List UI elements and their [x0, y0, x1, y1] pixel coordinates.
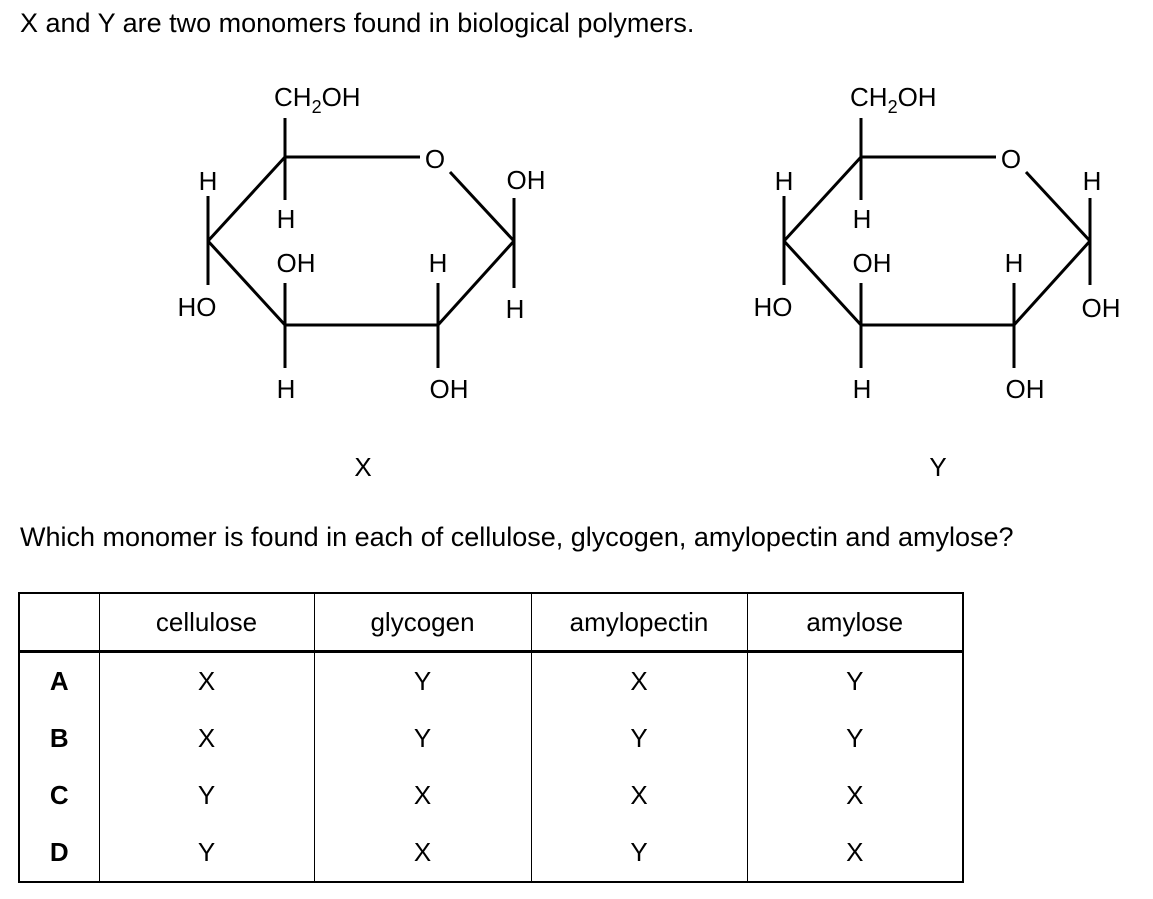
option-letter: A — [18, 651, 100, 710]
monomer-x-labels: CH2OH O H HO H OH H H OH OH H X — [178, 82, 546, 482]
table-cell: X — [313, 767, 532, 824]
table-cell: Y — [98, 767, 315, 824]
x-c1-top: OH — [507, 165, 546, 195]
header-blank — [18, 592, 100, 652]
y-ring-oxygen: O — [1001, 144, 1021, 174]
y-c4-h: H — [775, 166, 794, 196]
table-cell: Y — [313, 651, 532, 710]
header-amylopectin: amylopectin — [530, 592, 748, 652]
option-row-a[interactable]: A X Y X Y — [18, 651, 964, 710]
y-c4-ho: HO — [754, 292, 793, 322]
table-cell: X — [746, 767, 964, 824]
y-c2-h: H — [1005, 248, 1024, 278]
y-c1-bottom: OH — [1082, 293, 1121, 323]
x-structure-label: X — [354, 452, 371, 482]
header-cellulose: cellulose — [98, 592, 315, 652]
table-cell: Y — [313, 710, 532, 767]
answer-table: cellulose glycogen amylopectin amylose A… — [18, 592, 964, 883]
table-cell: X — [530, 767, 748, 824]
table-cell: Y — [98, 824, 315, 883]
x-c4-h: H — [199, 166, 218, 196]
table-header-row: cellulose glycogen amylopectin amylose — [18, 592, 964, 652]
x-c1-bottom: H — [506, 294, 525, 324]
monomer-x-structure — [206, 118, 516, 368]
y-c1-top: H — [1083, 166, 1102, 196]
table-cell: Y — [746, 710, 964, 767]
y-ch2oh-label: CH2OH — [850, 82, 937, 117]
table-cell: X — [530, 651, 748, 710]
option-letter: B — [18, 710, 100, 767]
table-cell: X — [98, 651, 315, 710]
x-c3-oh: OH — [277, 248, 316, 278]
intro-text: X and Y are two monomers found in biolog… — [20, 8, 695, 38]
x-ch2oh-label: CH2OH — [274, 82, 361, 117]
x-c4-ho: HO — [178, 292, 217, 322]
x-c2-h: H — [429, 248, 448, 278]
question-text: Which monomer is found in each of cellul… — [20, 522, 1014, 552]
table-cell: X — [313, 824, 532, 883]
option-row-d[interactable]: D Y X Y X — [18, 824, 964, 883]
option-row-c[interactable]: C Y X X X — [18, 767, 964, 824]
option-letter: C — [18, 767, 100, 824]
y-c5-h: H — [853, 204, 872, 234]
table-cell: Y — [530, 710, 748, 767]
table-cell: X — [746, 824, 964, 883]
x-ring-oxygen: O — [425, 144, 445, 174]
x-c3-h: H — [277, 374, 296, 404]
table-cell: Y — [746, 651, 964, 710]
x-c5-h: H — [277, 204, 296, 234]
header-amylose: amylose — [746, 592, 964, 652]
y-c3-oh: OH — [853, 248, 892, 278]
table-cell: X — [98, 710, 315, 767]
y-c2-oh: OH — [1006, 374, 1045, 404]
y-c3-h: H — [853, 374, 872, 404]
option-row-b[interactable]: B X Y Y Y — [18, 710, 964, 767]
monomer-y-structure — [782, 118, 1092, 368]
monomer-structures-diagram: CH2OH O H HO H OH H H OH OH H X CH2OH O — [178, 82, 1121, 482]
table-cell: Y — [530, 824, 748, 883]
header-glycogen: glycogen — [313, 592, 532, 652]
x-c2-oh: OH — [430, 374, 469, 404]
monomer-y-labels: CH2OH O H HO H OH H H OH H OH Y — [754, 82, 1121, 482]
y-structure-label: Y — [929, 452, 946, 482]
option-letter: D — [18, 824, 100, 883]
